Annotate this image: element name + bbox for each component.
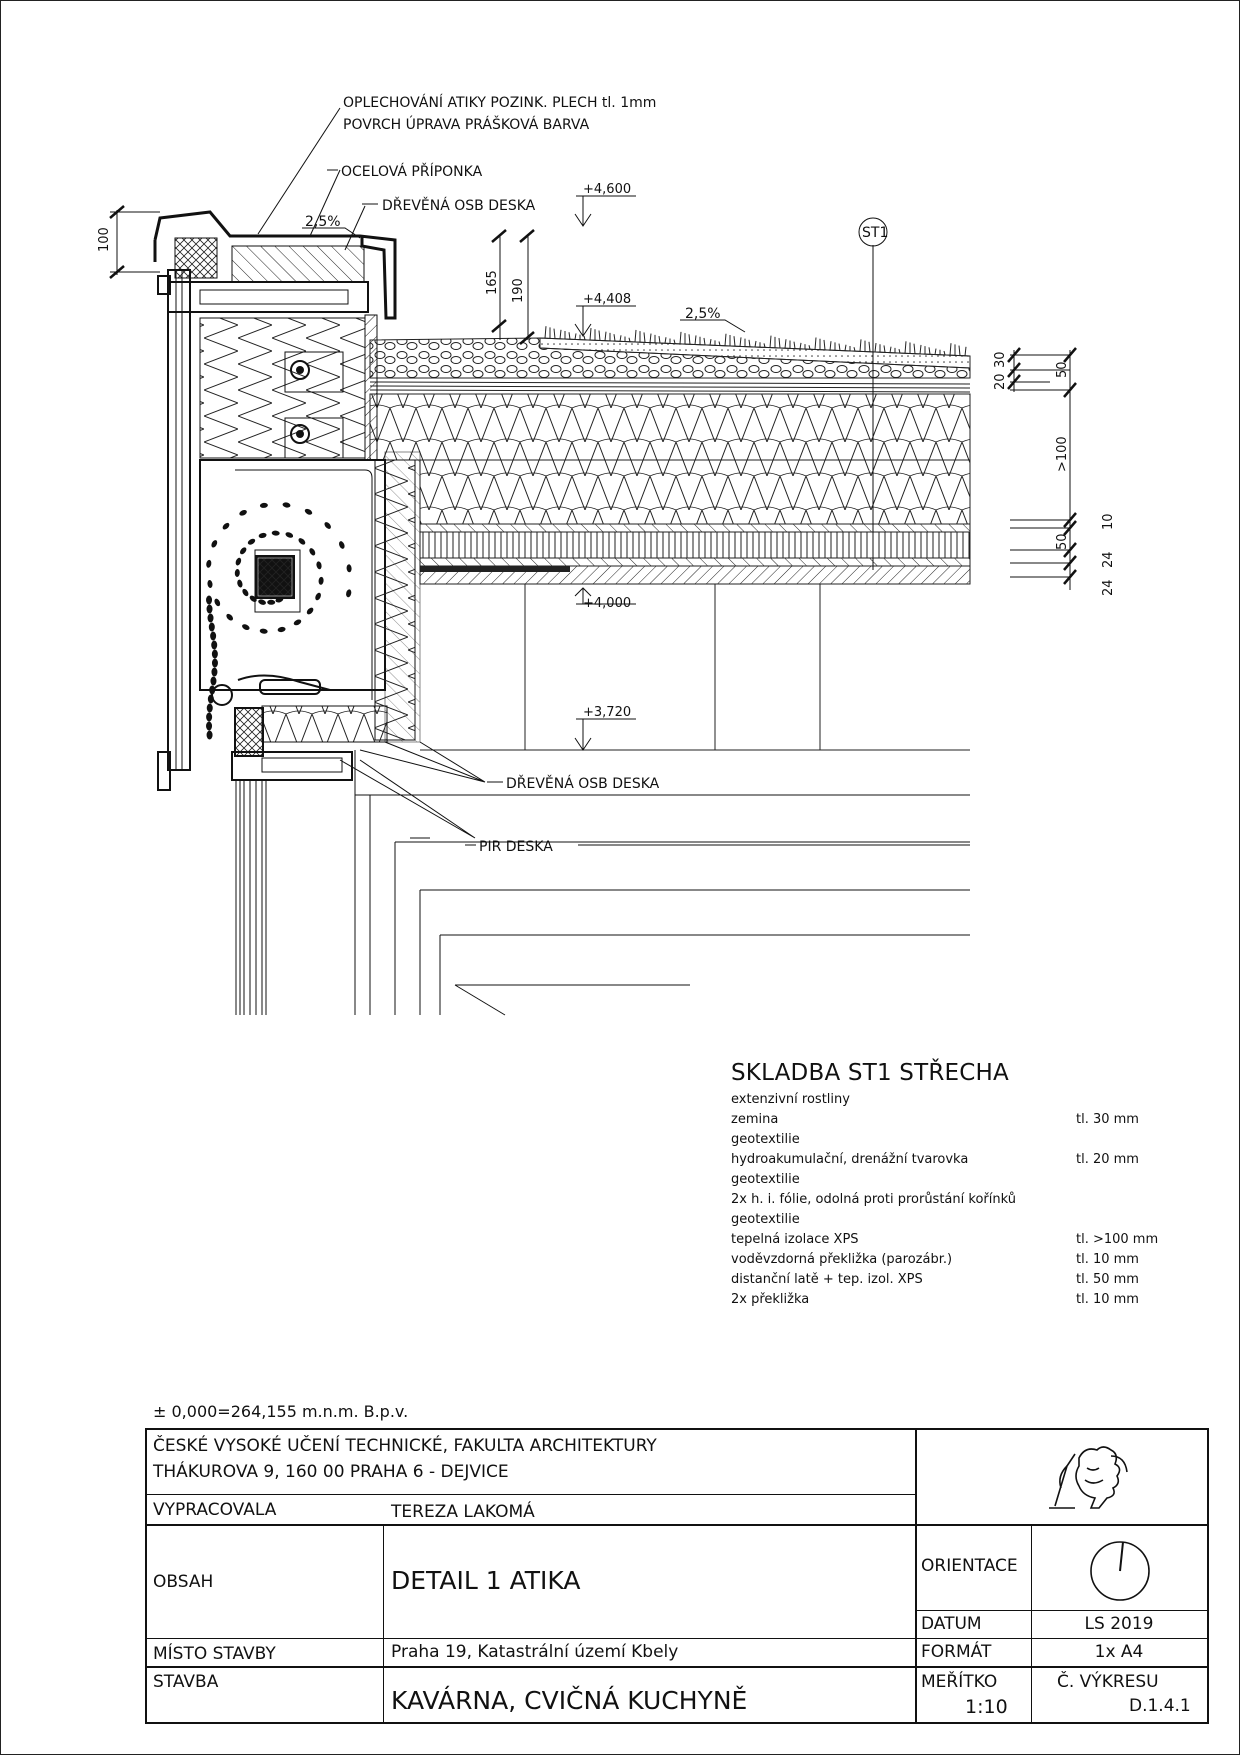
legend-layer-thickness [1076, 1210, 1161, 1230]
dim-190: 190 [511, 278, 526, 303]
stavba-label: STAVBA [153, 1672, 219, 1692]
roller-blind [206, 502, 352, 740]
legend-row: 2x h. i. fólie, odolná proti prorůstání … [731, 1190, 1161, 1210]
legend-layer-name: 2x překližka [731, 1292, 810, 1307]
dim-20: 20 [993, 373, 1008, 390]
legend-layer-name: distanční latě + tep. izol. XPS [731, 1272, 923, 1287]
legend-layer-thickness [1076, 1170, 1161, 1190]
legend-layer-thickness: tl. 10 mm [1076, 1252, 1139, 1267]
elevation-note: ± 0,000=264,155 m.n.m. B.p.v. [153, 1402, 409, 1421]
legend-row: zemina tl. 30 mm [731, 1110, 1161, 1130]
meritko-value: 1:10 [965, 1696, 1008, 1718]
roof-build-up [369, 326, 971, 751]
dim-50a: 50 [1055, 361, 1070, 378]
stavba-value: KAVÁRNA, CVIČNÁ KUCHYNĚ [391, 1686, 748, 1715]
legend-layer-thickness: tl. 20 mm [1076, 1152, 1139, 1167]
cislo-value: D.1.4.1 [1129, 1696, 1191, 1716]
vypracovala-value: TEREZA LAKOMÁ [391, 1502, 535, 1522]
legend-row: geotextilie [731, 1210, 1161, 1230]
legend-layer-name: 2x h. i. fólie, odolná proti prorůstání … [731, 1192, 1016, 1207]
legend-layer-name: hydroakumulační, drenážní tvarovka [731, 1152, 969, 1167]
legend-row: 2x překližka tl. 10 mm [731, 1290, 1161, 1310]
legend-row: geotextilie [731, 1170, 1161, 1190]
detail-drawing: OPLECHOVÁNÍ ATIKY POZINK. PLECH tl. 1mm … [97, 94, 1116, 1016]
legend-layer-name: geotextilie [731, 1172, 800, 1187]
legend-rows: extenzivní rostliny zemina tl. 30 mm geotex… [731, 1090, 1161, 1310]
dim-10: 10 [1101, 513, 1116, 530]
legend-layer-thickness [1076, 1090, 1161, 1110]
legend-row: distanční latě + tep. izol. XPS tl. 50 mm [731, 1270, 1161, 1290]
legend-row: extenzivní rostliny [731, 1090, 1161, 1110]
legend-layer-name: tepelná izolace XPS [731, 1232, 859, 1247]
legend-row: hydroakumulační, drenážní tvarovka tl. 20… [731, 1150, 1161, 1170]
legend-layer-name: geotextilie [731, 1132, 800, 1147]
dimensions [109, 107, 1077, 839]
school-line-1: ČESKÉ VYSOKÉ UČENÍ TECHNICKÉ, FAKULTA AR… [153, 1436, 657, 1456]
legend-layer-thickness [1076, 1130, 1161, 1150]
obsah-value: DETAIL 1 ATIKA [391, 1566, 581, 1595]
datum-value: LS 2019 [1084, 1614, 1154, 1634]
legend-layer-thickness: tl. 50 mm [1076, 1272, 1139, 1287]
callout-osb-bottom: DŘEVĚNÁ OSB DESKA [506, 775, 660, 792]
legend-layer-thickness: tl. 10 mm [1076, 1292, 1139, 1307]
callout-oplechovani-1: OPLECHOVÁNÍ ATIKY POZINK. PLECH tl. 1mm [343, 94, 656, 111]
callout-osb-top: DŘEVĚNÁ OSB DESKA [382, 197, 536, 214]
legend-row: voděvzdorná překližka (parozábr.) tl. 10 … [731, 1250, 1161, 1270]
misto-label: MÍSTO STAVBY [153, 1644, 276, 1664]
dim-165: 165 [485, 270, 500, 295]
callout-oplechovani-2: POVRCH ÚPRAVA PRÁŠKOVÁ BARVA [343, 115, 590, 133]
level-3720: +3,720 [583, 705, 631, 720]
st1-tag: ST1 [862, 225, 888, 241]
obsah-label: OBSAH [153, 1572, 214, 1592]
misto-value: Praha 19, Katastrální území Kbely [391, 1642, 679, 1662]
callout-priponka: OCELOVÁ PŘÍPONKA [341, 163, 483, 180]
north-arrow-icon [1090, 1541, 1150, 1601]
legend-layer-thickness: tl. >100 mm [1076, 1232, 1159, 1247]
vypracovala-label: VYPRACOVALA [153, 1500, 277, 1520]
legend-layer-name: voděvzdorná překližka (parozábr.) [731, 1252, 953, 1267]
dim-24b: 24 [1101, 579, 1116, 596]
dim-24a: 24 [1101, 551, 1116, 568]
datum-label: DATUM [921, 1614, 982, 1634]
cislo-label: Č. VÝKRESU [1057, 1672, 1159, 1692]
dim-100: 100 [97, 227, 112, 252]
legend-layer-name: extenzivní rostliny [731, 1092, 850, 1107]
cvut-lion-logo [1049, 1446, 1128, 1509]
dim-30: 30 [993, 351, 1008, 368]
slope-roof: 2,5% [685, 306, 721, 322]
legend-title: SKLADBA ST1 STŘECHA [731, 1060, 1009, 1086]
format-label: FORMÁT [921, 1642, 992, 1662]
meritko-label: MEŘÍTKO [921, 1672, 998, 1692]
legend-row: geotextilie [731, 1130, 1161, 1150]
legend-layer-thickness: tl. 30 mm [1076, 1112, 1139, 1127]
title-block: ČESKÉ VYSOKÉ UČENÍ TECHNICKÉ, FAKULTA AR… [145, 1428, 1209, 1724]
school-line-2: THÁKUROVA 9, 160 00 PRAHA 6 - DEJVICE [153, 1462, 509, 1482]
legend-layer-name: geotextilie [731, 1212, 800, 1227]
legend-row: tepelná izolace XPS tl. >100 mm [731, 1230, 1161, 1250]
callout-pir: PIR DESKA [479, 839, 553, 855]
roof-composition-legend: SKLADBA ST1 STŘECHA extenzivní rostliny z… [731, 1060, 1161, 1310]
dim-50b: 50 [1055, 533, 1070, 550]
format-value: 1x A4 [1094, 1642, 1144, 1662]
legend-layer-name: zemina [731, 1112, 779, 1127]
legend-layer-thickness [1076, 1190, 1161, 1210]
level-4408: +4,408 [583, 292, 631, 307]
slope-parapet: 2,5% [305, 214, 341, 230]
level-4600: +4,600 [583, 182, 631, 197]
level-4000: +4,000 [583, 596, 631, 611]
orientace-label: ORIENTACE [921, 1556, 1018, 1576]
parapet [153, 210, 970, 1016]
dim-gt100: >100 [1055, 436, 1070, 472]
